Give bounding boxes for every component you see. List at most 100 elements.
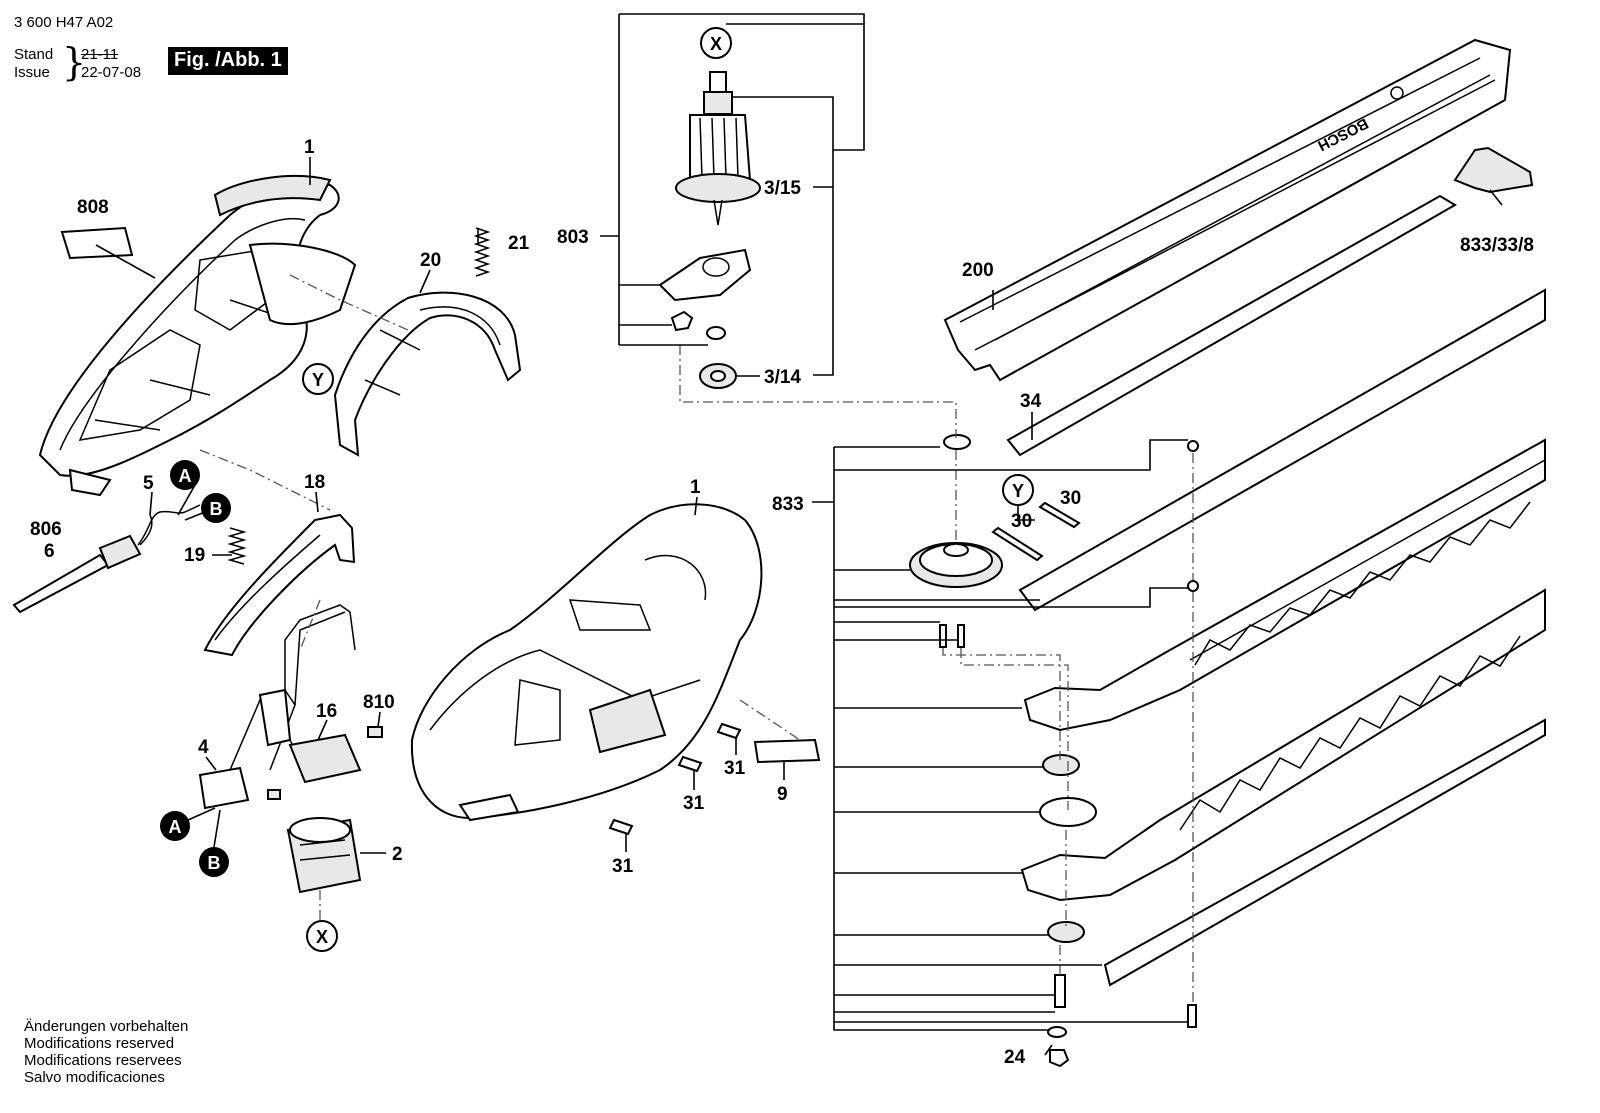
label-plate-808 — [60, 226, 134, 260]
disclaimer-line-es: Salvo modificaciones — [24, 1069, 165, 1086]
cable-conductor-5 — [137, 504, 201, 546]
pin-left — [939, 624, 947, 648]
callout-b-top: B — [201, 493, 231, 523]
pin-30b — [1038, 501, 1081, 529]
label-part-21: 21 — [508, 233, 530, 254]
label-part-5: 5 — [143, 473, 154, 494]
label-part-833: 833 — [772, 494, 804, 515]
switch-lever-18 — [203, 513, 356, 657]
label-part-30-a: 30 — [1060, 488, 1081, 509]
label-part-200: 200 — [962, 260, 994, 281]
handle-bracket-20 — [333, 291, 522, 457]
callout-x-bottom: X — [306, 920, 338, 952]
disclaimer-line-de: Änderungen vorbehalten — [24, 1018, 189, 1035]
screw-31b — [677, 755, 703, 773]
callout-y-right-leader — [1017, 505, 1035, 521]
washer — [706, 326, 726, 340]
ball-bearing-3-14 — [699, 363, 737, 389]
callout-a-top-leader — [177, 484, 196, 516]
svg-text:X: X — [710, 34, 722, 54]
nut-24 — [1049, 1049, 1070, 1068]
label-part-4: 4 — [198, 737, 209, 758]
svg-text:B: B — [210, 499, 223, 519]
small-block — [267, 789, 281, 800]
brand-logo-icon — [1390, 86, 1404, 100]
label-part-31-c: 31 — [612, 856, 634, 877]
label-part-9: 9 — [777, 784, 788, 805]
label-part-3-15: 3/15 — [764, 178, 801, 199]
spring-21 — [473, 227, 491, 277]
svg-text:Y: Y — [312, 370, 324, 390]
pin-right — [957, 624, 965, 648]
blade-guard-200 — [943, 38, 1512, 382]
issue-date: 22-07-08 — [81, 64, 142, 81]
label-part-808: 808 — [77, 197, 109, 218]
stand-value: 21-11 — [81, 46, 119, 63]
figure-badge: Fig. /Abb. 1 — [168, 47, 288, 75]
label-part-24: 24 — [1004, 1047, 1026, 1068]
suppressor-16 — [288, 733, 362, 784]
callout-b-bottom: B — [199, 847, 229, 877]
rivet-mid — [1187, 580, 1199, 592]
label-part-3-14: 3/14 — [764, 367, 801, 388]
disclaimer-line-en: Modifications reserved — [24, 1035, 175, 1052]
power-cable-806 — [12, 514, 153, 614]
callout-y-left: Y — [302, 363, 334, 395]
disc-1 — [1042, 754, 1080, 776]
label-part-19: 19 — [184, 545, 205, 566]
label-part-803: 803 — [557, 227, 589, 248]
armature-3-15 — [675, 71, 761, 226]
blade-set-833 — [1018, 288, 1546, 987]
label-part-18: 18 — [304, 472, 325, 493]
label-part-833-33-8: 833/33/8 — [1460, 235, 1534, 256]
stand-label: Stand — [14, 46, 54, 63]
label-part-16: 16 — [316, 701, 337, 722]
disc-3 — [1047, 921, 1085, 943]
switch-4 — [198, 604, 356, 810]
bolt — [1054, 974, 1066, 1008]
callout-a-top: A — [170, 460, 200, 490]
housing-half-right — [410, 503, 763, 822]
nut — [670, 310, 694, 332]
svg-text:A: A — [179, 466, 192, 486]
disclaimer-line-fr: Modifications reservees — [24, 1052, 182, 1069]
label-part-30-b: 30 — [1011, 511, 1032, 532]
washer-top — [943, 434, 971, 450]
disclaimer: Änderungen vorbehalten Modifications res… — [24, 1018, 188, 1086]
rivet-top — [1187, 440, 1199, 452]
center-lines — [199, 274, 1194, 1003]
label-part-806: 806 — [30, 519, 62, 540]
callout-a-bottom-leader — [187, 807, 216, 821]
svg-text:B: B — [208, 853, 221, 873]
svg-text:Y: Y — [1012, 481, 1024, 501]
issue-label: Issue — [14, 64, 50, 81]
label-part-31-a: 31 — [724, 758, 746, 779]
label-part-810: 810 — [363, 692, 395, 713]
label-part-31-b: 31 — [683, 793, 705, 814]
label-part-6: 6 — [44, 541, 55, 562]
resistor-810 — [367, 726, 383, 738]
housing-half-left — [38, 175, 357, 497]
pin-30a — [991, 526, 1044, 562]
screw-bottom — [1187, 1004, 1197, 1028]
callout-y-right: Y — [1002, 474, 1034, 506]
bearing-plate — [658, 248, 752, 302]
washer-24 — [1047, 1026, 1067, 1038]
callout-x-top: X — [700, 27, 732, 59]
label-part-1-middle: 1 — [690, 477, 701, 498]
leader-lines — [95, 13, 1503, 1056]
label-plate-9 — [753, 738, 821, 764]
guard-rail-34 — [1006, 194, 1457, 457]
label-part-20: 20 — [420, 250, 441, 271]
document-number: 3 600 H47 A02 — [14, 14, 114, 31]
callout-b-bottom-leader — [213, 809, 221, 848]
field-coil-2 — [286, 817, 362, 894]
svg-text:X: X — [316, 927, 328, 947]
key-833-33-8 — [1453, 146, 1534, 194]
svg-text:A: A — [169, 817, 182, 837]
callout-b-top-leader — [184, 511, 206, 521]
callout-a-bottom: A — [160, 811, 190, 841]
brace-bracket: } — [62, 40, 87, 84]
spring-19 — [227, 527, 247, 565]
